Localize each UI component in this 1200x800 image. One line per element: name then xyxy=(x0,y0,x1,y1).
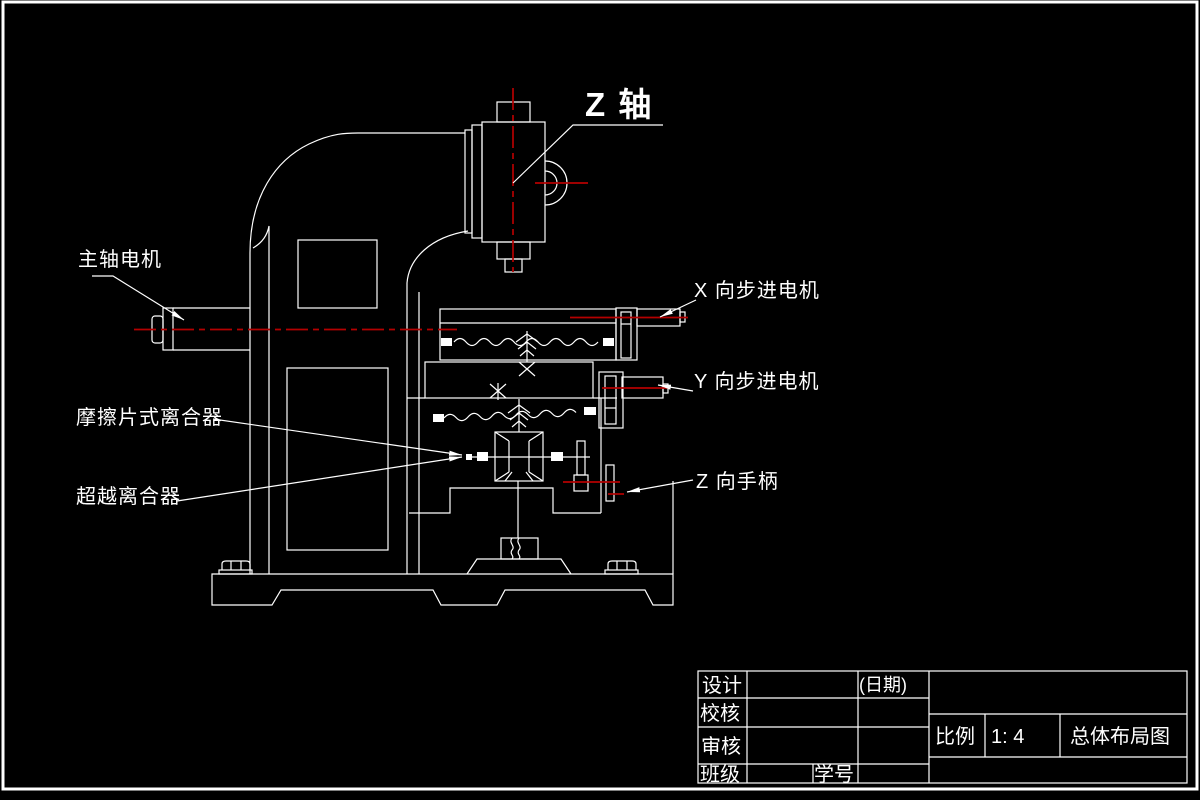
design-label: 设计 xyxy=(702,674,742,697)
y-stepper-label: Y 向步进电机 xyxy=(694,370,820,393)
x-screw-end-left xyxy=(441,338,452,346)
column-window-lower xyxy=(286,367,389,551)
head-left-strip-1 xyxy=(471,124,483,239)
gearbox-inner-v xyxy=(504,471,534,482)
z-axis-label: Z 轴 xyxy=(585,86,653,123)
bolt-flange xyxy=(604,569,639,575)
z-axis-leader xyxy=(512,124,663,184)
head-left-strip-2 xyxy=(464,129,473,234)
knee-leadscrew-wave xyxy=(443,408,577,422)
clutch-gearbox xyxy=(466,431,590,482)
x-gear-cross xyxy=(518,361,536,377)
knee-screw-end-left xyxy=(433,414,444,422)
title-block: 设计 校核 审核 班级 学号 (日期) 比例 1: 4 总体布局图 xyxy=(697,670,1188,786)
x-motor-bracket xyxy=(615,307,638,361)
screw-pedestal xyxy=(466,558,572,575)
x-leadscrew-wave xyxy=(453,337,599,347)
z-bevel-chevrons xyxy=(507,404,531,428)
y-gear-cross xyxy=(489,383,507,399)
anchor-bolt-right xyxy=(604,560,639,575)
bolt-head xyxy=(607,560,637,570)
screw-break-squiggle xyxy=(510,537,521,560)
overrun-clutch-leader xyxy=(176,456,463,502)
friction-clutch-block xyxy=(477,452,488,461)
bolt-head-facets xyxy=(616,561,628,570)
spindle-motor-leader xyxy=(92,275,185,321)
bolt-head xyxy=(221,560,251,570)
z-shaft-hub xyxy=(573,474,589,492)
drawing-title: 总体布局图 xyxy=(1070,725,1170,748)
x-stepper-leader xyxy=(659,299,697,318)
z-handle-bar xyxy=(605,464,615,502)
spindle-motor-label: 主轴电机 xyxy=(78,248,162,271)
overrun-clutch-label: 超越离合器 xyxy=(76,485,181,508)
overrun-clutch-block xyxy=(551,452,563,461)
y-stepper-leader xyxy=(657,384,694,392)
worktable xyxy=(439,308,617,377)
column-outer-profile xyxy=(249,132,465,574)
anchor-bolt-left xyxy=(218,560,253,575)
machine-base xyxy=(211,560,674,606)
column-inner-left xyxy=(252,225,270,574)
scale-label: 比例 xyxy=(935,725,975,748)
column xyxy=(249,132,469,574)
x-stepper-label: X 向步进电机 xyxy=(694,279,820,302)
spindle-head xyxy=(464,101,568,273)
y-motor-bracket-slot xyxy=(604,375,617,425)
class-label: 班级 xyxy=(700,763,740,786)
bevel-gear-pair xyxy=(494,431,544,482)
student-id-label: 学号 xyxy=(814,763,854,786)
column-armpit-curve xyxy=(406,230,469,574)
centerlines xyxy=(134,88,688,495)
title-block-horizontals xyxy=(698,697,1187,765)
z-axis-drive xyxy=(466,440,615,575)
z-handle-leader xyxy=(626,479,694,493)
column-window-upper xyxy=(297,239,378,309)
x-stepper-motor xyxy=(615,307,686,361)
knee xyxy=(409,398,674,574)
z-shaft xyxy=(576,440,586,476)
review-label: 审核 xyxy=(701,735,741,758)
x-screw-end-right xyxy=(603,338,614,346)
saddle xyxy=(407,361,617,400)
knee-bottom-profile xyxy=(409,487,601,514)
bolt-head-facets xyxy=(230,561,242,570)
z-handle-label: Z 向手柄 xyxy=(696,470,779,493)
knee-screw-end-right xyxy=(584,407,596,415)
annotations: Z 轴 主轴电机 X 向步进电机 Y 向步进电机 摩擦片式离合器 超越离合器 Z… xyxy=(76,86,820,508)
base-outline xyxy=(211,573,674,606)
y-stepper-motor xyxy=(598,371,669,429)
clutch-shaft-key xyxy=(466,454,472,460)
x-bevel-chevrons xyxy=(515,333,539,357)
friction-clutch-label: 摩擦片式离合器 xyxy=(76,406,223,429)
saddle-outline xyxy=(424,361,594,399)
friction-clutch-leader xyxy=(212,418,463,456)
machine-drawing xyxy=(134,88,688,606)
check-label: 校核 xyxy=(700,702,740,725)
motor-body xyxy=(173,307,250,351)
bolt-flange xyxy=(218,569,253,575)
scale-value: 1: 4 xyxy=(991,726,1024,748)
y-motor-bracket xyxy=(598,371,624,429)
date-label: (日期) xyxy=(859,675,907,695)
x-motor-bracket-slot xyxy=(620,311,632,359)
